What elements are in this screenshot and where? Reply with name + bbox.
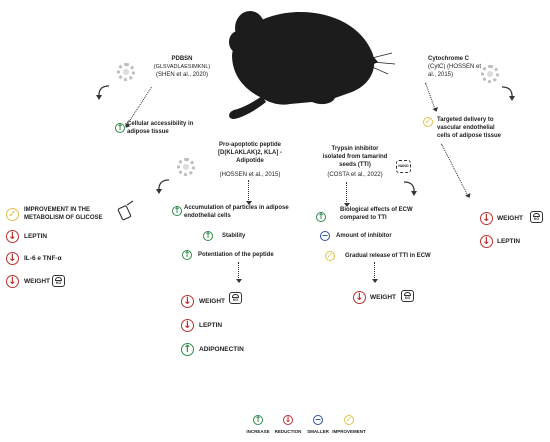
legend-reduction-icon: ↓ xyxy=(283,415,293,425)
arrow-up-icon: ↑ xyxy=(203,231,213,241)
right-leptin: LEPTIN xyxy=(497,238,521,245)
legend-smaller-icon: − xyxy=(313,415,323,425)
right-title-line3: al., 2015) xyxy=(428,72,454,78)
arrow-up-icon: ↑ xyxy=(115,123,125,133)
legend-reduction-label: REDUCTION xyxy=(274,429,302,434)
arrow-down-icon: ↓ xyxy=(480,235,493,248)
middle-weight: WEIGHT xyxy=(199,298,225,305)
arrow-down-icon: ↓ xyxy=(6,230,19,243)
curved-arrow-icon xyxy=(501,86,515,101)
left-weight: WEIGHT xyxy=(24,278,50,285)
arrow-down-icon: ↓ xyxy=(480,212,493,225)
minus-icon: − xyxy=(320,231,330,241)
left-reference: (SHEN et al., 2020) xyxy=(155,72,209,78)
left-improve-line1: IMPROVEMENT IN THE xyxy=(24,207,91,213)
middle-step1-line1: Accumulation of particles in adipose xyxy=(184,205,289,211)
arrow-down-icon: ↓ xyxy=(181,319,194,332)
curved-arrow-icon xyxy=(96,85,110,100)
trypsin-weight: WEIGHT xyxy=(370,294,396,301)
check-icon: ✓ xyxy=(423,117,433,127)
check-icon: ✓ xyxy=(6,208,19,221)
legend-improvement-label: IMPROVEMENT xyxy=(332,429,366,434)
left-improve-line2: METABOLISM OF GLICOSE xyxy=(24,215,103,221)
scale-icon: KG xyxy=(52,275,65,287)
trypsin-title-line3: seeds (TTI) xyxy=(339,162,371,168)
check-icon: ✓ xyxy=(325,251,335,261)
scale-icon: KG xyxy=(530,211,543,223)
middle-title-line3: Adipotide xyxy=(236,158,264,164)
scale-icon: KG xyxy=(401,290,414,302)
left-step1: Cellular accessibility in adipose tissue xyxy=(127,121,194,135)
arrow-up-icon: ↑ xyxy=(316,212,326,222)
arrow-down-icon: ↓ xyxy=(353,291,366,304)
arrow-down-icon: ↓ xyxy=(181,295,194,308)
dotted-arrow xyxy=(371,262,378,283)
right-step1-line3: cells of adipose tissue xyxy=(437,133,502,139)
right-title-line2: (CytC) (HOSSEN et xyxy=(428,64,482,70)
right-title-line1: Cytochrome C xyxy=(428,56,470,62)
middle-step2: Stability xyxy=(222,233,246,239)
arrow-down-icon: ↓ xyxy=(6,252,19,265)
dotted-arrow xyxy=(235,262,242,283)
middle-adiponectin: ADIPONECTIN xyxy=(199,346,244,353)
nano-badge-icon: NANO xyxy=(396,160,411,173)
trypsin-step3: Gradual release of TTI in ECW xyxy=(345,253,431,259)
right-step1-line1: Targeted delivery to xyxy=(437,117,494,123)
nanoparticle-icon xyxy=(481,65,499,83)
glucometer-icon xyxy=(117,200,134,221)
left-leptin: LEPTIN xyxy=(24,233,48,240)
left-il6-tnf: IL-6 e TNF-α xyxy=(24,255,62,262)
left-title: PDBSN xyxy=(171,56,193,62)
trypsin-step1-line1: Biological effects of ECW xyxy=(340,207,413,213)
arrow-up-icon: ↑ xyxy=(181,343,194,356)
left-sequence: (GLSVADLAESIMKNL) xyxy=(153,64,211,70)
scale-icon: KG xyxy=(229,292,242,304)
legend-improvement-icon: ✓ xyxy=(344,415,354,425)
trypsin-reference: (COSTA et al., 2022) xyxy=(327,172,383,178)
middle-title-line1: Pro-apoptotic peptide xyxy=(219,142,281,148)
nanoparticle-icon xyxy=(117,63,135,81)
middle-reference: (HOSSEN et al., 2015) xyxy=(219,172,281,178)
legend-increase-icon: ↑ xyxy=(253,415,263,425)
trypsin-step2: Amount of inhibitor xyxy=(336,233,392,239)
nanoparticle-icon xyxy=(177,158,195,176)
right-weight: WEIGHT xyxy=(497,215,523,222)
trypsin-title-line2: isolated from tamarind xyxy=(322,154,388,160)
arrow-up-icon: ↑ xyxy=(172,206,182,216)
trypsin-step1-line2: compared to TTI xyxy=(340,215,387,221)
middle-leptin: LEPTIN xyxy=(199,322,223,329)
middle-step1-line2: endothelial cells xyxy=(184,213,231,219)
arrow-up-icon: ↑ xyxy=(182,250,192,260)
trypsin-title-line1: Trypsin inhibitor xyxy=(331,146,379,152)
arrow-down-icon: ↓ xyxy=(6,275,19,288)
dotted-arrow xyxy=(343,182,350,207)
right-step1-line2: vascular endothelial xyxy=(437,125,495,131)
middle-title-line2: [D(KLAKLAK)2, KLA] - xyxy=(218,150,282,156)
curved-arrow-icon xyxy=(403,181,417,196)
legend-smaller-label: SMALLER xyxy=(307,429,329,434)
legend-increase-label: INCREASE xyxy=(246,429,270,434)
curved-arrow-icon xyxy=(156,179,170,194)
dotted-arrow xyxy=(245,180,252,205)
middle-step3: Potentiation of the peptide xyxy=(198,252,274,258)
